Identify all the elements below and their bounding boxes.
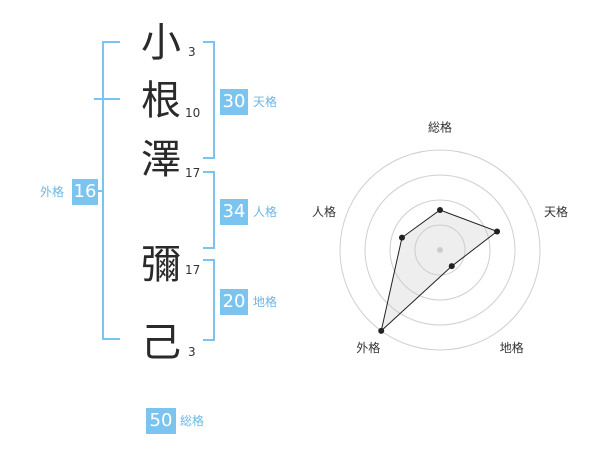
chikaku-badge: 20: [220, 289, 248, 315]
soukaku-label: 総格: [180, 414, 205, 428]
gaikaku-bracket-tick-mid: [94, 190, 104, 192]
stroke-count-5: 3: [188, 345, 196, 359]
tenkaku-bracket: [203, 41, 215, 159]
stroke-count-3: 17: [185, 166, 201, 180]
name-char-1: 小: [141, 20, 181, 66]
radar-axis-label: 人格: [312, 204, 336, 219]
radar-ring: [389, 199, 491, 301]
stroke-count-2: 10: [185, 106, 201, 120]
radar-point: [494, 228, 501, 235]
name-char-2: 根: [141, 78, 181, 124]
radar-axis-label: 総格: [428, 120, 452, 135]
radar-point: [398, 234, 405, 241]
stroke-count-4: 17: [185, 263, 201, 277]
radar-ring: [339, 149, 541, 351]
radar-ring: [364, 174, 516, 326]
gaikaku-badge: 16: [72, 179, 98, 205]
stroke-count-1: 3: [188, 45, 196, 59]
radar-axis-label: 天格: [544, 204, 568, 219]
tenkaku-label: 天格: [253, 95, 278, 109]
radar-axis-label: 地格: [500, 340, 524, 355]
name-char-5: 己: [141, 320, 181, 366]
radar-center: [437, 247, 443, 253]
tenkaku-badge: 30: [220, 89, 248, 115]
gaikaku-bracket-tick-upper: [94, 98, 120, 100]
radar-series-shape: [380, 209, 499, 333]
radar-point: [437, 207, 443, 213]
chikaku-label: 地格: [253, 295, 278, 309]
radar-axis-label: 外格: [356, 340, 380, 355]
jinkaku-badge: 34: [220, 199, 248, 225]
chikaku-bracket: [203, 259, 215, 341]
radar-point: [378, 327, 385, 334]
gaikaku-label: 外格: [40, 185, 65, 199]
jinkaku-label: 人格: [253, 205, 278, 219]
soukaku-badge: 50: [146, 408, 176, 434]
jinkaku-bracket: [203, 171, 215, 249]
name-char-4: 彌: [141, 242, 181, 288]
radar-point: [448, 263, 455, 270]
name-char-3: 澤: [141, 137, 181, 183]
radar-ring: [414, 224, 466, 276]
